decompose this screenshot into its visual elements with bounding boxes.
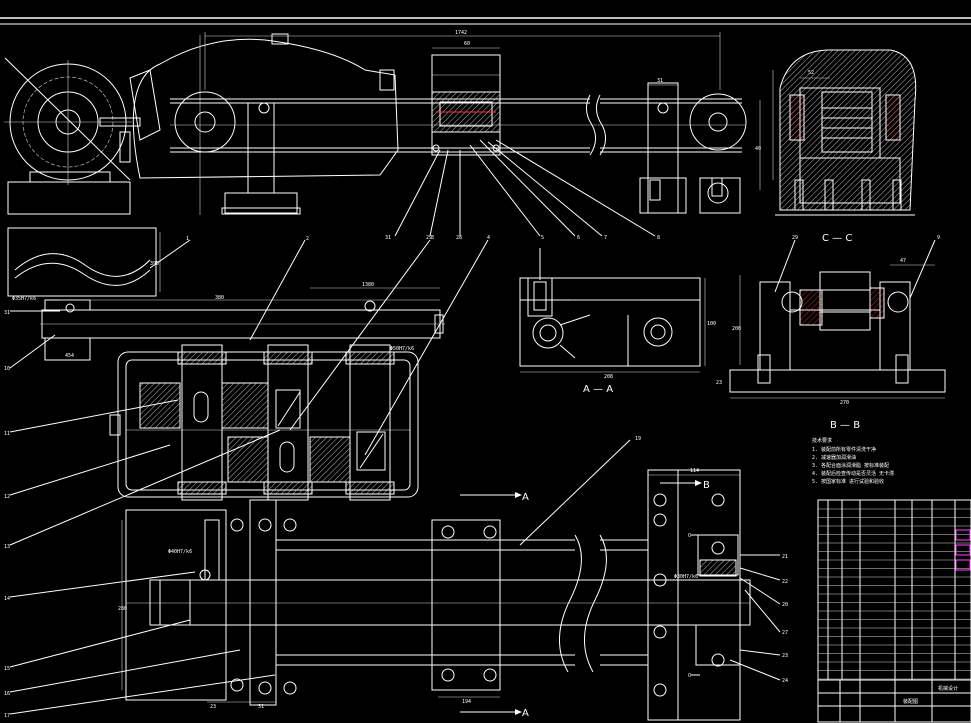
section-bb-view (729, 239, 946, 399)
support-columns (221, 102, 301, 215)
left-part-numbers: 1 2 3 4 10 31 11 12 13 14 15 16 17 (4, 235, 490, 719)
part-number: 2 (306, 236, 309, 242)
right-part-numbers: 19 21 22 20 27 23 24 (635, 436, 788, 684)
dim-395: 395 (150, 261, 159, 267)
top-leader-lines (394, 139, 656, 237)
dim-114: 114 (690, 468, 699, 474)
part-number: 20 (782, 602, 788, 608)
title-block-org: 机械设计 (938, 685, 958, 692)
dim-31: 31 (657, 78, 663, 84)
dim-47: 47 (900, 258, 906, 264)
part-number: 6 (577, 235, 580, 241)
part-number: 17 (4, 713, 10, 719)
part-number: 22 (782, 579, 788, 585)
part-number: 12 (4, 494, 10, 500)
part-number: 9 (937, 235, 940, 241)
cut-label-b: B (703, 480, 710, 491)
cut-label-c-bottom: C (688, 673, 691, 679)
part-number: 23 (782, 653, 788, 659)
part-number: 14 (4, 596, 10, 602)
long-rod-plan (40, 287, 445, 361)
part-number: 10 (4, 366, 10, 372)
parts-list-table (817, 499, 971, 723)
slider-section (431, 54, 501, 156)
dim-23: 23 (716, 380, 722, 386)
notes-heading: 技术要求 (812, 437, 832, 444)
dim-2345: 23 (210, 704, 216, 710)
part-number: 13 (4, 544, 10, 550)
part-number: 4 (487, 235, 490, 241)
part-number: 1 (186, 236, 189, 242)
notes-line: 1. 装配前所有零件清洗干净 (812, 446, 876, 453)
tolerance-fit-4: Φ30H7/k6 (674, 574, 698, 580)
section-cc-view (775, 49, 917, 216)
cut-label-c-top: C (688, 533, 691, 539)
part-number: 19 (635, 436, 641, 442)
part-number: 31 (4, 310, 10, 316)
tolerance-fit-3: Φ40H7/k6 (168, 549, 192, 555)
dim-40: 40 (755, 146, 761, 152)
part-number: 28 (456, 235, 462, 241)
part-number: 29 (426, 235, 432, 241)
part-number: 15 (4, 666, 10, 672)
notes-line: 2. 减速器加润滑油 (812, 454, 856, 461)
part-number: 31 (385, 235, 391, 241)
notes-line: 5. 按国家标准 进行试验和验收 (812, 478, 884, 485)
dim-1380: 1380 (362, 282, 374, 288)
dim-270: 270 (840, 400, 849, 406)
part-number: 16 (4, 691, 10, 697)
part-number: 8 (657, 235, 660, 241)
dim-454: 454 (65, 353, 74, 359)
dim-top-width: 60 (464, 41, 470, 47)
motor-body (4, 57, 132, 215)
top-dimensions (204, 32, 830, 190)
top-elevation-view (4, 33, 747, 215)
dim-31-bottom: 31 (258, 704, 264, 710)
left-side-detail: 395 (7, 227, 161, 297)
cut-markers (460, 480, 702, 715)
part-number: 5 (541, 235, 544, 241)
cut-label-a-top: A (522, 492, 529, 503)
technical-notes: 技术要求 1. 装配前所有零件清洗干净 2. 减速器加润滑油 3. 各配合面涂润… (812, 437, 894, 485)
dim-280: 280 (118, 606, 127, 612)
dim-52: 52 (808, 70, 814, 76)
dim-overall-length: 1742 (455, 30, 467, 36)
part-number: 29 (792, 235, 798, 241)
part-number: 11 (4, 431, 10, 437)
section-aa-label: A — A (583, 384, 613, 395)
notes-line: 3. 各配合面涂润滑脂 按标准装配 (812, 462, 889, 469)
dim-100: 100 (707, 321, 716, 327)
tolerance-fit-1: Φ35H7/k6 (12, 296, 36, 302)
section-aa-view (519, 248, 706, 373)
bottom-dimensions (121, 474, 740, 703)
right-leader-lines (519, 439, 781, 681)
drawing-frame (0, 17, 971, 25)
part-number: 27 (782, 630, 788, 636)
gearbox-plan (109, 344, 419, 501)
section-cc-label: C — C (822, 233, 852, 244)
conveyor-belt (170, 91, 747, 156)
dim-194: 194 (462, 699, 471, 705)
notes-line: 4. 装配后检查传动是否灵活 无卡滞 (812, 470, 894, 477)
dim-200: 200 (732, 326, 741, 332)
part-number: 24 (782, 678, 788, 684)
bottom-plan-view (125, 469, 751, 721)
top-part-numbers: 31 29 28 5 6 7 8 (385, 235, 660, 241)
part-number: 3 (431, 235, 434, 241)
section-bb-label: B — B (830, 420, 860, 431)
right-support (639, 82, 741, 214)
part-number: 21 (782, 554, 788, 560)
part-number: 7 (604, 235, 607, 241)
dim-380: 380 (215, 295, 224, 301)
left-leader-lines (9, 239, 489, 715)
title-block-title: 装配图 (903, 698, 918, 705)
reducer-housing (119, 33, 399, 215)
tolerance-fit-2: Φ50H7/k6 (390, 346, 414, 352)
cut-label-a-bottom: A (522, 708, 529, 719)
dim-208: 208 (604, 374, 613, 380)
